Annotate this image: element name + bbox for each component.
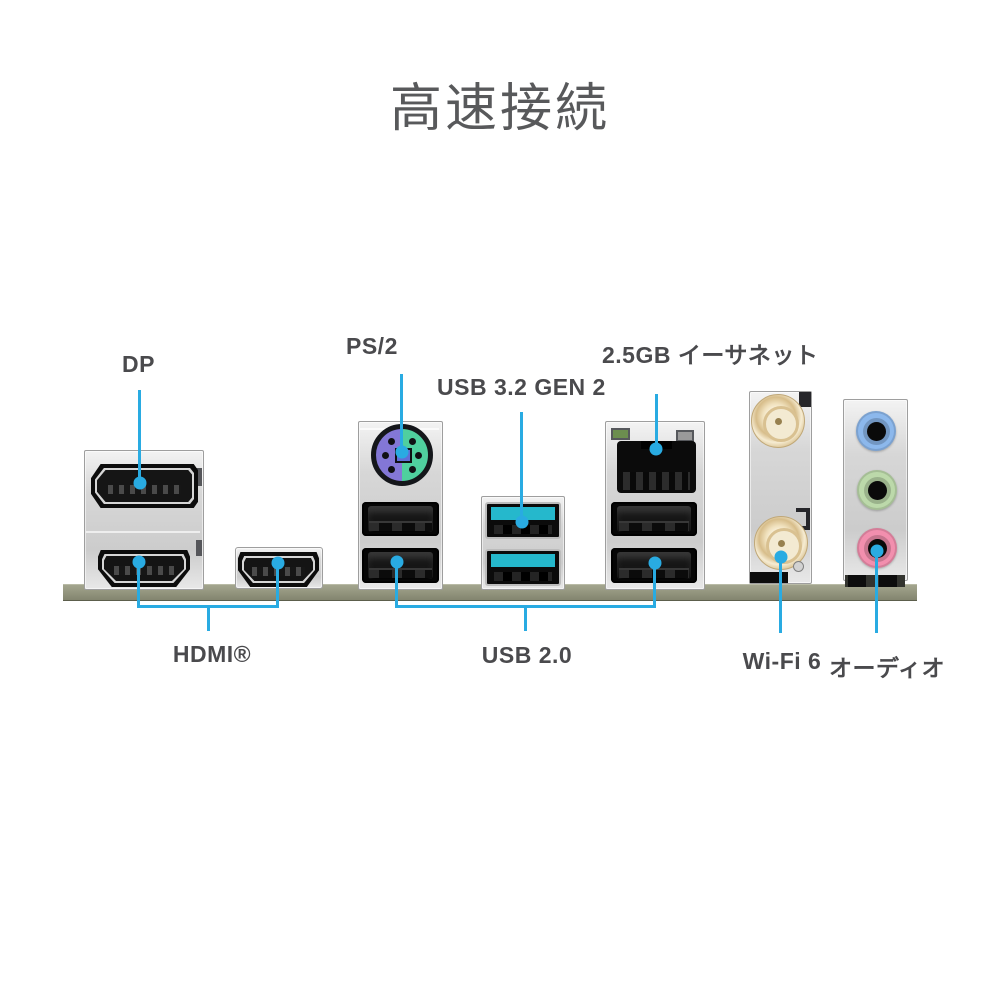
usb2-port xyxy=(362,502,439,536)
label-hdmi: HDMI® xyxy=(172,641,252,667)
wifi-antenna-connector xyxy=(751,394,805,448)
label-dp: DP xyxy=(122,351,155,377)
usb3-tongue xyxy=(491,554,555,567)
sma-core xyxy=(774,417,782,425)
ethernet-led-left xyxy=(611,428,630,440)
bracket-tab xyxy=(196,468,202,486)
jack-hole xyxy=(866,421,886,441)
label-ps2: PS/2 xyxy=(346,333,398,359)
label-usb32: USB 3.2 GEN 2 xyxy=(437,374,606,400)
audio-bracket-foot xyxy=(879,575,897,587)
callout-line-hdmi-right xyxy=(276,563,279,608)
callout-line-audio xyxy=(875,551,878,633)
usb2-port xyxy=(611,502,697,536)
label-wifi: Wi-Fi 6 xyxy=(742,648,822,674)
hdmi-pins xyxy=(113,565,175,575)
callout-line-usb20-left xyxy=(395,562,398,608)
ps2-pin-hole xyxy=(409,466,416,473)
bracket-seam xyxy=(86,531,200,533)
displayport-rim xyxy=(95,468,194,504)
usb3-tongue xyxy=(491,507,555,520)
ps2-pin-hole xyxy=(382,452,389,459)
wifi-bracket-clip xyxy=(799,392,811,407)
usb3-pins xyxy=(494,525,552,534)
ps2-pin-hole xyxy=(388,438,395,445)
label-ethernet: 2.5GB イーサネット xyxy=(602,342,819,368)
callout-dot-usb32 xyxy=(515,515,529,529)
ps2-pin-hole xyxy=(415,452,422,459)
label-audio: オーディオ xyxy=(829,655,945,681)
callout-dot-ps2 xyxy=(395,445,409,459)
callout-line-hdmi-left xyxy=(137,562,140,608)
jack-hole xyxy=(867,480,887,500)
audio-bracket-foot xyxy=(848,575,866,587)
ps2-pin-hole xyxy=(409,438,416,445)
bracket-tab xyxy=(196,540,202,556)
label-usb20: USB 2.0 xyxy=(481,642,573,668)
sma-ring xyxy=(763,406,799,442)
audio-jack-line-out xyxy=(857,470,897,510)
callout-line-usb20-right xyxy=(653,563,656,608)
audio-jack-line-in xyxy=(856,411,896,451)
usb2-tongue xyxy=(618,521,690,532)
displayport-pins xyxy=(108,484,181,494)
callout-line-ps2 xyxy=(400,374,403,452)
callout-line-wifi xyxy=(779,557,782,633)
usb2-tongue xyxy=(368,521,433,532)
rj45-contacts xyxy=(623,472,690,490)
callout-dot-ethernet xyxy=(649,442,663,456)
wifi-bracket-foot xyxy=(750,572,788,583)
callout-line-dp xyxy=(138,390,141,483)
ps2-pin-hole xyxy=(388,466,395,473)
callout-line-hdmi-stem xyxy=(207,605,210,631)
screw-hole xyxy=(793,561,804,572)
sma-core xyxy=(777,539,785,547)
callout-dot-dp xyxy=(133,476,147,490)
hdmi-port-1 xyxy=(98,550,190,587)
callout-line-ethernet xyxy=(655,394,658,449)
callout-line-usb32 xyxy=(520,412,523,522)
usb3-port xyxy=(485,549,561,586)
usb3-pins xyxy=(494,572,552,581)
callout-line-usb20-stem xyxy=(524,605,527,631)
page-title: 高速接続 xyxy=(389,80,610,138)
usb2-tongue xyxy=(368,567,433,578)
